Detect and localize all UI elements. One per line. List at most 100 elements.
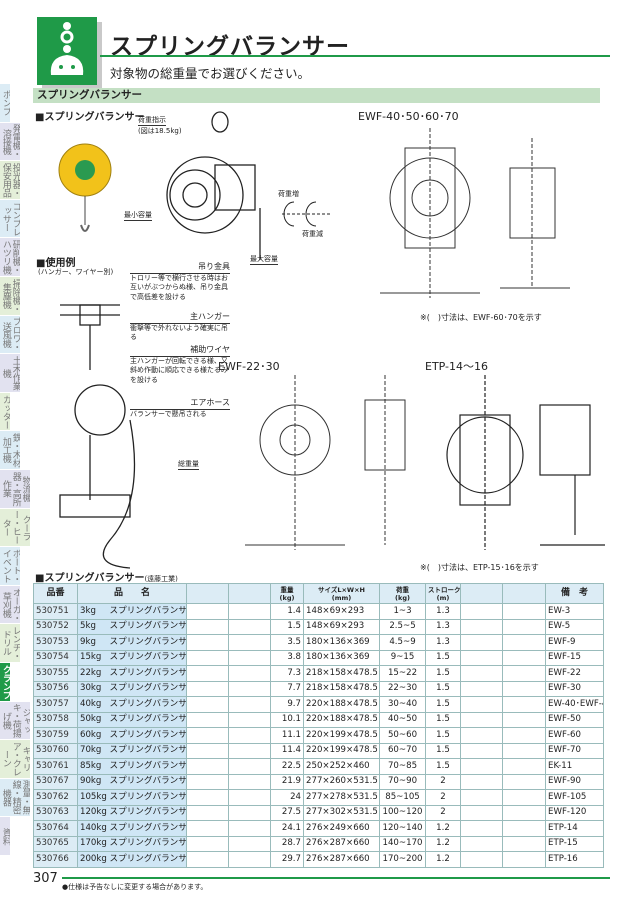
sidebar-tab[interactable]: クランプ [0, 662, 10, 702]
cell-size: 218×158×478.5 [303, 680, 381, 697]
page-number: 307 [33, 871, 58, 886]
cell-weight: 11.4 [270, 742, 305, 759]
th-stroke: ストローク(m) [425, 583, 462, 604]
cell-stroke: 1.2 [425, 835, 462, 852]
cell-code: 530755 [33, 665, 78, 682]
sidebar-tab[interactable]: カッター [0, 392, 10, 432]
cell-load: 30~40 [379, 696, 427, 713]
sidebar-tab[interactable]: ジャッキ・荷揚げ機 [0, 701, 30, 741]
cell-size: 180×136×369 [303, 634, 381, 651]
cell-remarks: EWF-22 [545, 665, 605, 682]
sidebar-tab[interactable]: 研削機・ハツリ機 [0, 238, 20, 277]
th-code: 品番 [33, 583, 78, 604]
diagram1-title: EWF-40･50･60･70 [358, 110, 459, 123]
cell-capacity: 85kg [77, 758, 108, 775]
cell-remarks: EW-5 [545, 618, 605, 635]
sidebar-tab[interactable]: ブロワ・送風機 [0, 315, 20, 355]
diagram-ewf-22-30 [245, 375, 406, 550]
sidebar-tab[interactable]: 掃除機・集塵機 [0, 276, 20, 316]
sidebar-tab[interactable]: 測量・無線・精密機器 [0, 778, 30, 818]
sidebar-tab[interactable]: ポンプ [0, 84, 10, 123]
diagram1-note: ※( )寸法は、EWF-60･70を示す [420, 313, 542, 322]
cell-stroke: 1.5 [425, 758, 462, 775]
cell-size: 277×278×531.5 [303, 789, 381, 806]
cell-remarks: EWF-105 [545, 789, 605, 806]
cell-remarks: EWF-60 [545, 727, 605, 744]
usage-label: エアホースバランサーで懸吊される [130, 398, 230, 419]
cell-size: 277×302×531.5 [303, 804, 381, 821]
sidebar-tab[interactable]: 資料 [0, 817, 10, 856]
sidebar-tab[interactable]: 物流機器・高所作業 [0, 469, 30, 509]
sidebar-tab[interactable]: 鉄・木材加工機 [0, 431, 20, 470]
cell-stroke: 1.5 [425, 727, 462, 744]
sidebar-tab[interactable]: オーガ・草刈機 [0, 585, 20, 625]
sidebar-tab[interactable]: クーラー・ヒーター [0, 508, 30, 548]
cell-code: 530751 [33, 603, 78, 620]
cell-stroke: 1.2 [425, 820, 462, 837]
table-row: 53076070kgスプリングバランサー11.4220×199×478.560~… [33, 742, 605, 759]
cell-remarks: EWF-70 [545, 742, 605, 759]
sidebar-tab[interactable]: 発電機・溶接機 [0, 122, 20, 162]
cell-name: スプリングバランサー [107, 696, 188, 713]
table-row: 530765170kgスプリングバランサー28.7276×287×660140~… [33, 835, 605, 852]
cell-capacity: 60kg [77, 727, 108, 744]
usage-label-title: エアホース [130, 398, 230, 410]
cell-remarks: EWF-30 [545, 680, 605, 697]
table-row: 53075415kgスプリングバランサー3.8180×136×3699~151.… [33, 649, 605, 666]
label-load-indicator-note: (図は18.5kg) [138, 127, 182, 135]
th-load: 荷重(kg) [379, 583, 427, 604]
usage-label: 補助ワイヤ主ハンガーが回転できる様、又斜め作動に順応できる様たるみを設ける [130, 345, 230, 385]
cell-stroke: 1.3 [425, 603, 462, 620]
cell-size: 220×188×478.5 [303, 696, 381, 713]
cell-size: 220×188×478.5 [303, 711, 381, 728]
cell-stroke: 1.5 [425, 649, 462, 666]
cell-weight: 27.5 [270, 804, 305, 821]
footer-rule [62, 877, 610, 879]
table-row: 53075960kgスプリングバランサー11.1220×199×478.550~… [33, 727, 605, 744]
sidebar-tab[interactable]: レンチ・ドリル [0, 624, 20, 663]
sidebar-tab[interactable]: ボート・イベント [0, 547, 20, 586]
table-row: 53075630kgスプリングバランサー7.7218×158×478.522~3… [33, 680, 605, 697]
cell-size: 220×199×478.5 [303, 727, 381, 744]
sidebar-tab[interactable]: 投光器・保安用品 [0, 161, 20, 200]
cell-capacity: 3kg [77, 603, 108, 620]
cell-code: 530764 [33, 820, 78, 837]
cell-stroke: 1.5 [425, 742, 462, 759]
sidebar-tab[interactable]: 土木作業機 [0, 354, 20, 393]
diagram-etp-14-16 [446, 375, 605, 550]
cell-weight: 3.5 [270, 634, 305, 651]
th-remarks: 備 考 [545, 583, 605, 604]
cell-load: 22~30 [379, 680, 427, 697]
label-load-increase: 荷重増 [278, 190, 299, 198]
cell-code: 530761 [33, 758, 78, 775]
clamp-category-icon [37, 17, 97, 85]
cell-size: 276×287×660 [303, 851, 381, 868]
sidebar-tab[interactable]: キャリア・クレーン [0, 740, 30, 779]
cell-code: 530753 [33, 634, 78, 651]
usage-label-title: 補助ワイヤ [130, 345, 230, 357]
cell-name: スプリングバランサー [107, 727, 188, 744]
diagram3-title: ETP-14～16 [425, 360, 489, 373]
label-load-indicator: 荷重指示 [138, 116, 166, 127]
product-table: 品番 品 名 重量(kg) サイズL×W×H(mm) 荷重(kg) ストローク(… [33, 583, 605, 868]
table-row: 5307513kgスプリングバランサー1.4148×69×2931~31.3EW… [33, 603, 605, 620]
cell-name: スプリングバランサー [107, 649, 188, 666]
cell-code: 530765 [33, 835, 78, 852]
cell-capacity: 140kg [77, 820, 108, 837]
label-max-capacity: 最大容量 [250, 255, 278, 266]
section-header: スプリングバランサー [33, 88, 600, 103]
cell-weight: 28.7 [270, 835, 305, 852]
cell-load: 4.5~9 [379, 634, 427, 651]
cell-capacity: 5kg [77, 618, 108, 635]
cell-weight: 24.1 [270, 820, 305, 837]
cell-name: スプリングバランサー [107, 835, 188, 852]
cell-stroke: 1.3 [425, 618, 462, 635]
cell-name: スプリングバランサー [107, 618, 188, 635]
cell-code: 530760 [33, 742, 78, 759]
sidebar-tab[interactable]: コンプレッサー [0, 199, 20, 239]
cell-stroke: 1.3 [425, 634, 462, 651]
cell-code: 530762 [33, 789, 78, 806]
cell-capacity: 90kg [77, 773, 108, 790]
cell-remarks: EK-11 [545, 758, 605, 775]
table-row: 53075522kgスプリングバランサー7.3218×158×478.515~2… [33, 665, 605, 682]
